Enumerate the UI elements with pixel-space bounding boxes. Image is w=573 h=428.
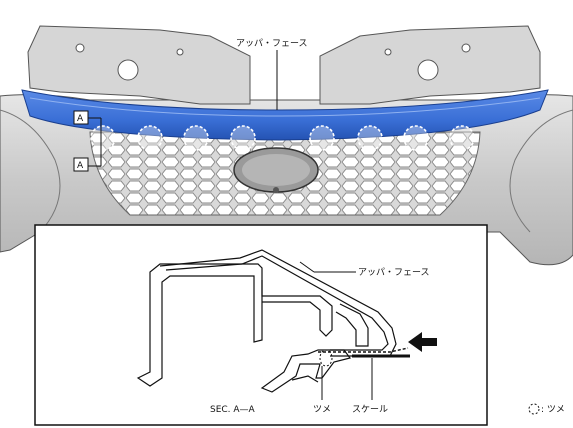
upper-face-part [21,89,549,141]
section-title: SEC. A—A [210,405,256,415]
clip-marker [357,125,383,151]
upper-face-label: アッパ・フェース [236,38,308,49]
scale-tool [318,347,409,353]
emblem-inner [242,154,310,186]
upper-face-rib [261,280,333,337]
upper-face-rib-2 [335,303,369,347]
section-upper-face-label: アッパ・フェース [358,267,430,278]
right-bracket-bolt-hole [384,48,392,56]
left-upper-bracket [27,25,251,105]
bumper-right-contour [509,109,573,233]
clip-marker [449,125,475,151]
grille-flange [291,375,319,383]
clip-marker [137,125,163,151]
section-marker-bottom: A [77,161,84,171]
upper-face-profile-inner [165,255,389,351]
bracket-profile [136,263,263,387]
clip-marker [230,125,256,151]
right-bracket-hole [417,59,439,81]
bumper-left-contour [0,109,61,233]
scale-label: スケール [352,404,388,415]
section-drawing [136,249,397,393]
emblem-sensor [273,187,279,193]
insert-direction-arrow [408,332,437,352]
left-bracket-bolt-hole [176,48,184,56]
section-marker-box-bottom [73,157,89,172]
claw-label: ツメ [313,405,331,415]
right-bracket-bolt-hole [461,43,471,53]
section-marker-box-top [73,110,89,125]
grille-clip-profile [260,349,352,393]
upper-face-highlight [29,97,541,117]
clip-marker [403,125,429,151]
section-upper-face-leader-2 [299,261,315,273]
legend-label: : ツメ [541,405,565,415]
left-bracket-hole [117,59,139,81]
legend-claw-icon [528,403,540,415]
upper-face-profile [159,249,397,357]
clip-marker [183,125,209,151]
section-marker-top: A [77,114,84,124]
clip-marker [309,125,335,151]
clip-marker [90,125,116,151]
claw-marker-section [319,349,333,367]
section-inset-frame [34,224,488,426]
bumper-illustration: A A アッパ・フェース [0,25,573,266]
left-bracket-bolt-hole [75,43,85,53]
clip-markers [90,125,475,151]
